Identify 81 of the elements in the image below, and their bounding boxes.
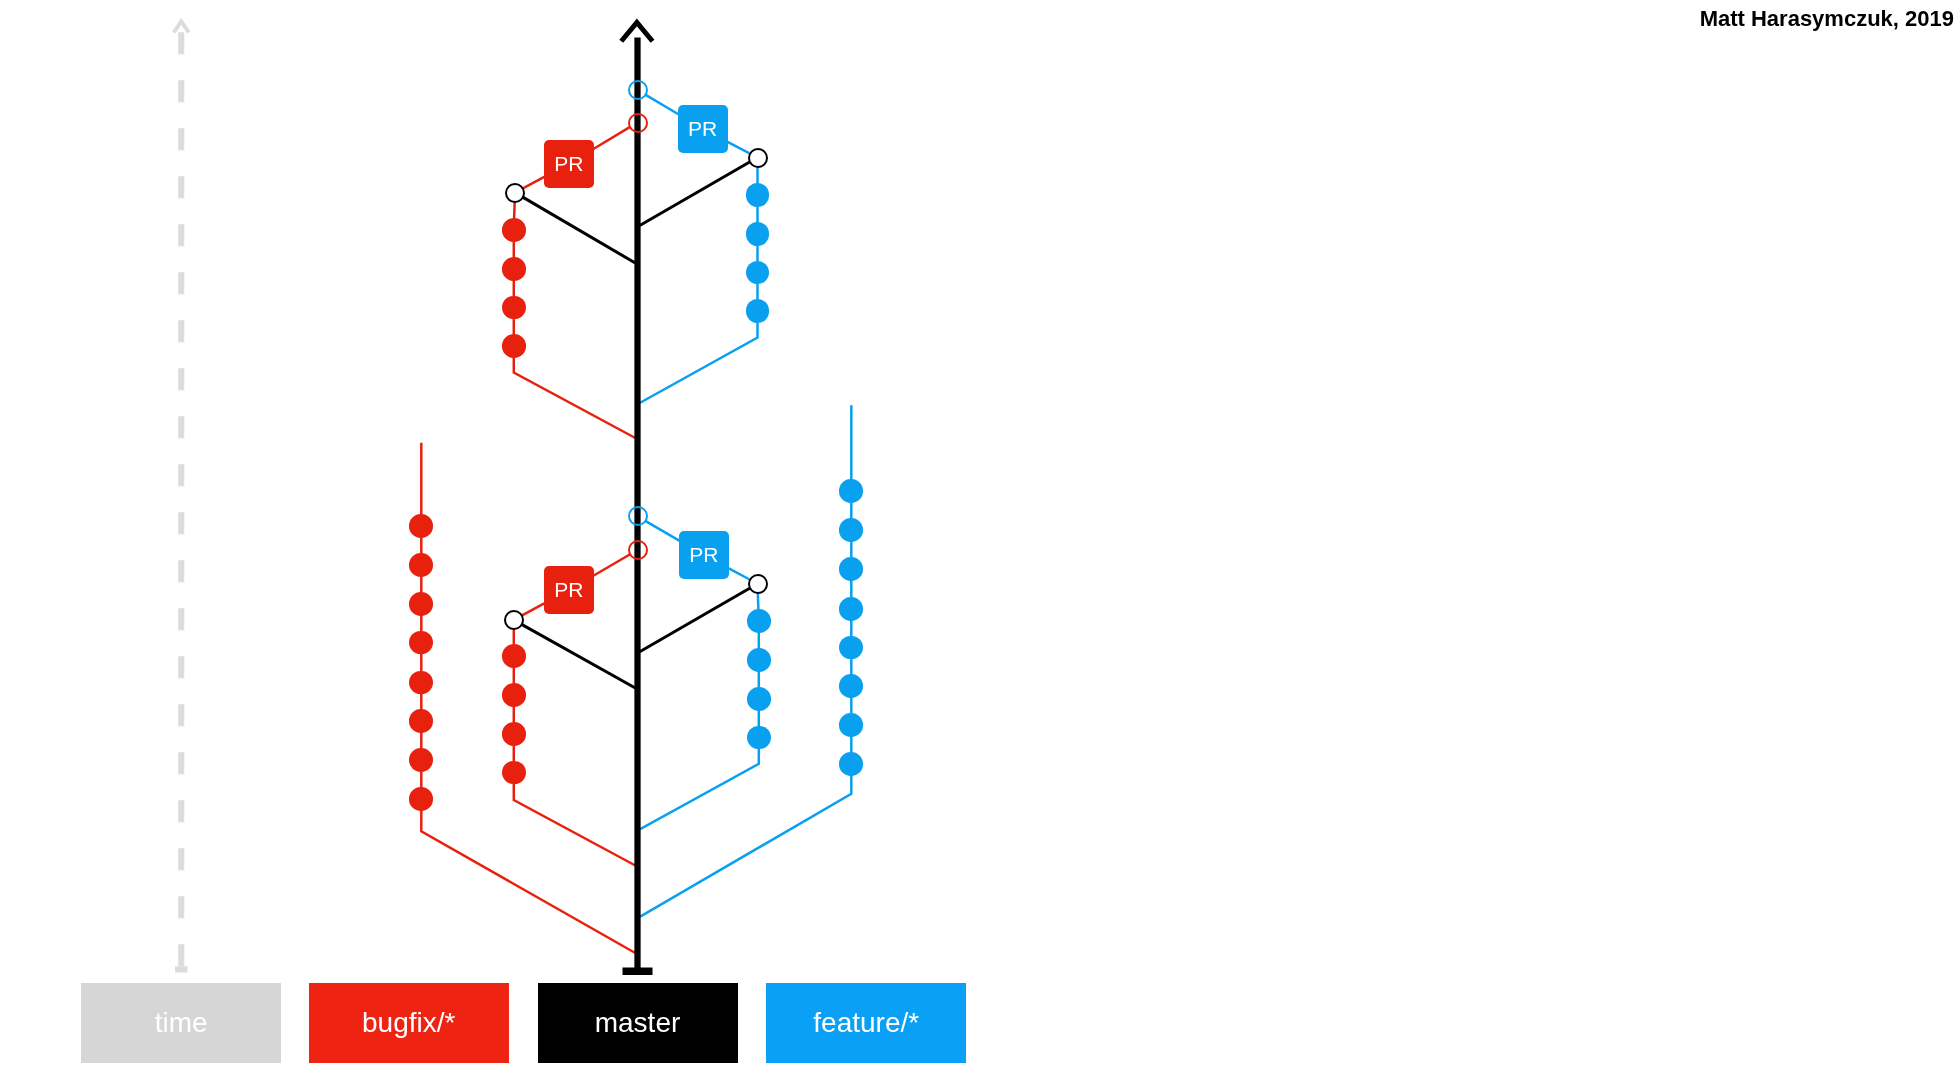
commit-dot (409, 514, 434, 539)
master-branch-line (619, 18, 655, 975)
legend-label: master (594, 1006, 681, 1039)
branch-line (850, 405, 853, 481)
branch-line (639, 321, 759, 404)
commit-dot (839, 713, 864, 737)
commit-ring (505, 182, 525, 203)
commit-dot (409, 630, 434, 655)
commit-dot (746, 648, 771, 672)
branch-line (420, 653, 423, 672)
branch-line (420, 809, 636, 954)
branch-line (420, 442, 423, 516)
commit-dot (839, 751, 864, 776)
branch-line (756, 166, 759, 185)
commit-dot (746, 725, 771, 750)
branch-line (639, 748, 761, 831)
commit-dot (409, 553, 434, 577)
commit-dot (409, 786, 434, 811)
commit-dot (409, 591, 434, 616)
branch-line (850, 735, 853, 754)
branch-line (639, 161, 751, 227)
commit-dot (745, 260, 770, 285)
branch-line (420, 770, 423, 789)
commit-dot (501, 218, 526, 242)
branch-line (420, 731, 423, 750)
legend-label: bugfix/* (362, 1006, 456, 1039)
pull-request-box: PR (543, 140, 594, 188)
branch-line (512, 356, 636, 439)
commit-ring (503, 610, 524, 630)
commit-dot (745, 299, 770, 324)
commit-dot (745, 221, 770, 246)
commit-dot (501, 256, 526, 281)
pull-request-box: PR (543, 566, 594, 614)
pull-request-box: PR (677, 105, 728, 153)
commit-dot (839, 518, 864, 542)
commit-dot (501, 721, 526, 746)
branch-line (726, 140, 750, 155)
author-credit: Matt Harasymczuk, 2019 (1699, 6, 1954, 32)
branch-line (756, 283, 759, 301)
legend-label: feature/* (813, 1006, 920, 1039)
branch-line (522, 196, 636, 264)
branch-line (420, 536, 423, 555)
commit-dot (501, 334, 526, 359)
branch-line (639, 587, 751, 653)
branch-line (850, 696, 853, 715)
branch-line (521, 623, 636, 689)
branch-line (850, 540, 853, 559)
pull-request-box: PR (678, 531, 729, 579)
branch-line (420, 614, 423, 632)
commit-dot (746, 686, 771, 711)
branch-line (592, 553, 631, 577)
branch-line (850, 658, 853, 676)
branch-line (850, 579, 853, 599)
branch-line (756, 205, 759, 224)
branch-line (639, 774, 853, 918)
commit-dot (501, 760, 526, 785)
branch-line (420, 693, 423, 711)
branch-line (850, 619, 853, 637)
commit-dot (501, 295, 526, 320)
branch-line (644, 93, 679, 116)
commit-dot (839, 596, 864, 621)
branch-line (727, 567, 750, 581)
commit-dot (839, 556, 864, 581)
commit-dot (746, 609, 771, 634)
branch-line (850, 501, 853, 520)
commit-dot (501, 644, 526, 669)
commit-dot (839, 674, 864, 699)
branch-line (512, 783, 636, 867)
commit-dot (409, 670, 434, 695)
commit-dot (839, 479, 864, 504)
commit-ring (747, 147, 768, 168)
branch-line (756, 244, 759, 262)
branch-line (420, 575, 423, 594)
commit-dot (839, 635, 864, 660)
commit-ring (747, 573, 768, 594)
branch-line (512, 201, 516, 220)
commit-dot (409, 748, 434, 772)
commit-dot (501, 683, 526, 707)
commit-dot (745, 183, 770, 207)
commit-dot (409, 709, 434, 734)
branch-line (592, 126, 631, 151)
